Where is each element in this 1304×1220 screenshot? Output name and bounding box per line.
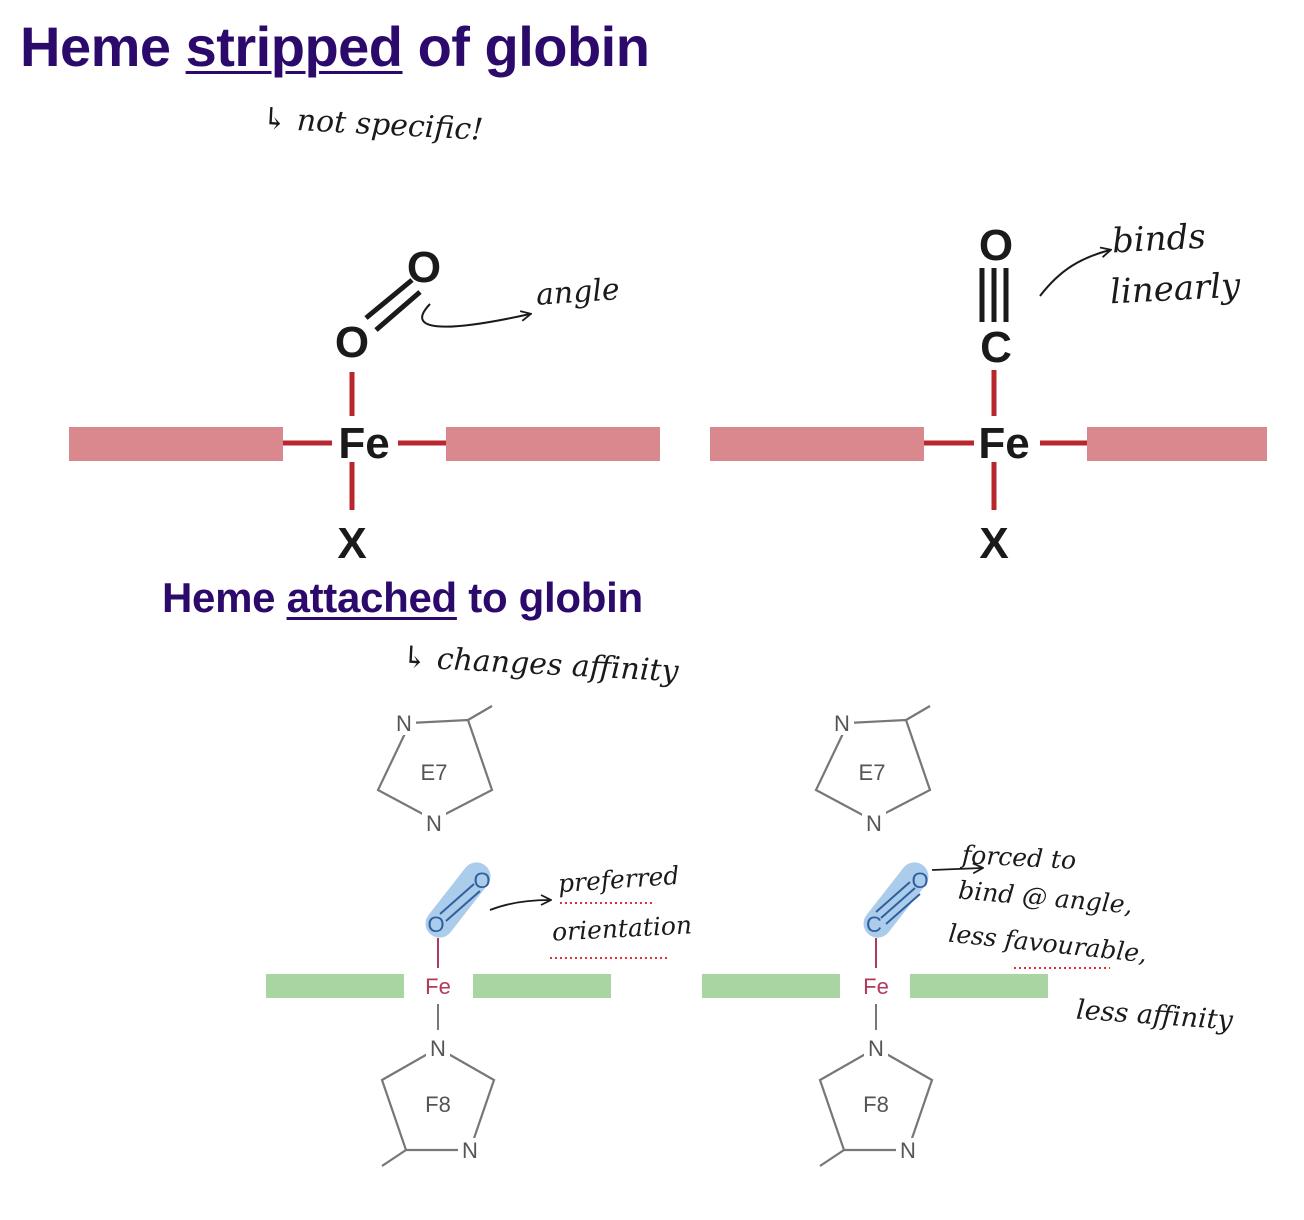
label-mask [426,1035,450,1059]
label-f8: F8 [425,1092,451,1117]
title-part: Heme [162,574,287,621]
heme-plane-right [473,974,611,998]
atom-fe: Fe [425,974,451,999]
o-o-bond-1 [439,883,475,915]
atom-n: N [866,811,882,836]
arrow-to-binds-linearly [1039,250,1110,297]
label-f8: F8 [863,1092,889,1117]
label-mask [864,1035,888,1059]
his-e7-methyl [467,705,493,721]
title-part: of globin [402,15,650,78]
atom-fe: Fe [978,419,1029,468]
atom-c: C [980,323,1012,372]
co-ligand [863,862,929,938]
o-o-bond-2 [445,890,481,922]
title-part: Heme [20,15,186,78]
his-f8-methyl [819,1149,845,1167]
heme-o2-diagram: O O Fe X [69,243,660,568]
label-mask [458,1138,482,1162]
label-mask [422,811,446,835]
heme-co-diagram: O C Fe X [710,221,1267,568]
heme-plane-left [702,974,840,998]
label-mask [392,711,416,735]
atom-n: N [462,1138,478,1163]
title-part: to globin [456,574,643,621]
heme-plane-right [910,974,1048,998]
title-underlined-word: stripped [185,15,403,78]
arrow-to-preferred [489,900,550,911]
label-e7: E7 [859,760,886,785]
atom-n: N [900,1138,916,1163]
his-f8-ring [380,1046,496,1152]
ligand-highlight [425,862,491,938]
atom-n: N [834,711,850,736]
atom-c: C [866,912,882,937]
atom-o-upper: O [407,243,441,292]
his-e7-methyl [905,705,931,721]
heme-plane-left [266,974,404,998]
atom-n: N [430,1036,446,1061]
title-heme-attached: Heme attached to globin [162,574,643,622]
label-e7: E7 [421,760,448,785]
atom-n: N [426,811,442,836]
his-f8-ring [818,1046,934,1152]
atom-fe: Fe [863,974,889,999]
title-heme-stripped: Heme stripped of globin [20,14,650,79]
atom-o: O [911,868,928,893]
o-o-double-bond-2 [374,290,422,332]
globin-o2-diagram: N N E7 O O Fe N N F8 [266,705,670,1167]
his-e7-ring [814,718,932,822]
heme-plane-right [1087,427,1267,461]
atom-o-lower: O [335,318,369,367]
c-o-bond-2 [880,887,916,919]
atom-n: N [396,711,412,736]
ligand-highlight [863,862,929,938]
heme-plane-left [69,427,283,461]
his-e7-ring [376,718,494,822]
arrow-to-angle [421,303,530,328]
title-underlined-word: attached [286,574,458,621]
atom-fe: Fe [338,419,389,468]
label-mask [830,711,854,735]
o2-ligand [425,862,491,938]
atom-o: O [979,221,1013,270]
his-f8-methyl [381,1149,407,1167]
c-o-bond-1 [875,881,911,913]
atom-x: X [979,519,1008,568]
atom-o: O [473,868,490,893]
globin-co-diagram: N N E7 C O Fe N N F8 [702,705,1110,1167]
label-mask [862,811,886,835]
atom-n: N [868,1036,884,1061]
label-mask [896,1138,920,1162]
heme-plane-right [446,427,660,461]
c-o-bond-3 [885,893,921,925]
arrow-to-forced [931,868,982,870]
o-o-double-bond-1 [364,278,414,320]
heme-plane-left [710,427,924,461]
atom-o: O [427,912,444,937]
atom-x: X [337,519,366,568]
